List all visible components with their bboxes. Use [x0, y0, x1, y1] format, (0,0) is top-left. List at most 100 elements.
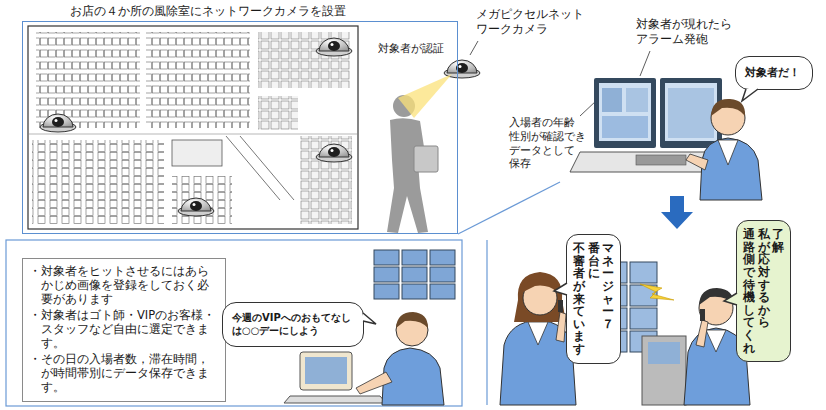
bubble-tail	[363, 313, 376, 324]
floor-plan-panel: お店の４か所の風除室にネットワークカメラを設置	[22, 4, 458, 234]
monitor-wall	[374, 250, 455, 299]
staff-woman	[556, 312, 566, 342]
staff-man	[696, 320, 708, 347]
camera-icons	[40, 114, 76, 132]
walking-person	[414, 146, 438, 172]
callout-label: メガピクセルネット ワークカメラ	[476, 7, 587, 37]
hall-monitors	[630, 262, 657, 283]
staff-woman	[558, 300, 563, 312]
monitor-desk	[665, 83, 717, 141]
speech-text: 番台に	[588, 242, 600, 280]
note-box: ・対象者をヒットさせるにはあら かじめ画像を登録をしておく必 要があります・対象…	[22, 258, 226, 402]
speech-bubble: 了解私が応対するから通路側で待機してくれ	[736, 220, 791, 362]
camera-icons	[316, 144, 352, 162]
bubble-tail	[554, 283, 567, 295]
speech-text: 通路側で待機してくれ	[743, 228, 755, 354]
leader-lines	[470, 41, 478, 55]
hall-monitors	[630, 308, 657, 329]
floor-plan	[258, 96, 298, 130]
staff-man	[700, 309, 705, 321]
staff-man	[648, 342, 680, 364]
floor-plan	[32, 140, 164, 224]
staff-woman	[528, 322, 548, 345]
speech-bubble: マネージャー７番台に不審者が来ています	[566, 234, 621, 364]
vip-operator	[305, 357, 347, 384]
panel-frames	[6, 240, 462, 406]
vip-operator	[284, 396, 386, 403]
speech-text: 私が応対するから	[758, 228, 770, 329]
bubble-tail	[742, 89, 758, 101]
note-text: ・その日の入場者数，滞在時間， が時間帯別にデータ保存できま す。	[29, 352, 213, 394]
monitor-wall	[374, 267, 399, 282]
callout-label: 入場者の年齢 性別が確認でき データとして 保存	[509, 116, 589, 171]
camera-icons	[178, 198, 214, 216]
panel-frames	[458, 182, 560, 234]
callout-label: 対象者が認証	[378, 42, 447, 56]
staff-man	[706, 330, 726, 352]
monitor-wall	[402, 267, 427, 282]
monitor-wall	[374, 250, 399, 265]
call-zigzag	[640, 284, 674, 300]
walking-person	[387, 74, 452, 233]
floor-plan	[300, 136, 352, 224]
monitor-wall	[374, 284, 399, 299]
floor-plan	[146, 32, 250, 128]
bubble-tail	[724, 293, 737, 305]
monitor-desk	[602, 88, 622, 112]
staff-man	[642, 288, 750, 405]
monitor-wall	[402, 284, 427, 299]
operator-man	[718, 140, 738, 165]
bubble-tail	[724, 293, 737, 305]
speech-text: 対象者だ！	[745, 66, 803, 80]
monitor-desk	[599, 83, 651, 141]
operator-man	[686, 99, 762, 200]
vip-operator	[356, 372, 392, 394]
floor-plan	[172, 140, 222, 166]
walking-person	[398, 74, 452, 118]
floor-plan	[28, 26, 358, 229]
note-text: ・対象者はゴト師・VIPのお客様・ スタッフなど自由に選定できま す。	[29, 308, 219, 350]
down-arrow	[661, 196, 693, 229]
callout-label: 対象者が現れたら アラーム発砲	[636, 17, 735, 47]
vip-operator	[382, 348, 444, 405]
staff-man	[642, 336, 686, 405]
floor-plan	[226, 136, 294, 200]
speech-text: 今週のVIPへのおもてなし は○○デーにしよう	[232, 312, 354, 337]
monitor-wall	[430, 250, 455, 265]
monitor-desk	[594, 78, 656, 148]
staff-woman	[514, 272, 566, 322]
monitor-desk	[626, 88, 648, 112]
floor-plan	[28, 26, 358, 229]
speech-bubble: 今週のVIPへのおもてなし は○○デーにしよう	[222, 302, 364, 347]
bubble-tail	[554, 283, 567, 295]
leader-lines	[640, 51, 650, 76]
floor-plan	[172, 176, 232, 224]
monitor-desk	[602, 116, 648, 138]
monitor-wall	[430, 267, 455, 282]
vip-operator	[396, 312, 428, 328]
speech-text: 不審者が来ています	[573, 242, 585, 356]
bubble-tail	[363, 313, 377, 325]
operator-man	[686, 154, 708, 170]
speech-text: マネージャー７	[602, 242, 614, 330]
bubble-tail	[746, 89, 760, 102]
panel-heading: お店の４か所の風除室にネットワークカメラを設置	[70, 4, 346, 19]
panel-frames	[486, 240, 487, 405]
staff-woman	[500, 272, 576, 405]
monitor-desk	[636, 155, 686, 165]
monitor-wall	[430, 284, 455, 299]
speech-text: 了解	[772, 228, 784, 253]
monitor-desk	[668, 88, 714, 138]
panel-frames	[6, 182, 560, 406]
staff-woman	[523, 279, 557, 292]
operator-man	[700, 138, 762, 200]
speech-bubble: 対象者だ！	[735, 56, 813, 90]
floor-plan	[36, 32, 140, 128]
operator-man	[711, 99, 745, 116]
walking-person	[387, 118, 428, 233]
floor-plan	[28, 134, 358, 135]
note-text: ・対象者をヒットさせるにはあら かじめ画像を登録をしておく必 要があります	[29, 264, 213, 306]
camera-icons	[316, 38, 352, 56]
monitor-wall	[402, 250, 427, 265]
